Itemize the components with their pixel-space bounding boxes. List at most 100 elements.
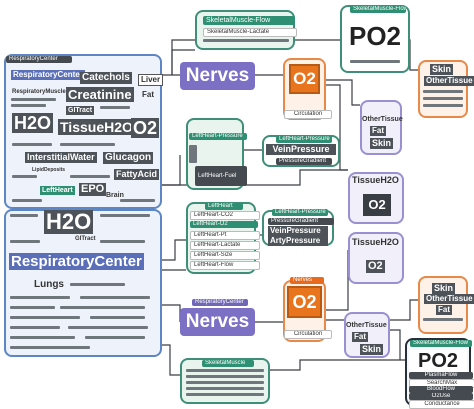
top-circulation-tag[interactable]: Circulation xyxy=(284,110,332,119)
top-skin-node[interactable]: Skin xyxy=(430,64,454,75)
bskel-filler-1 xyxy=(186,369,264,372)
top-tissue-h2o-label[interactable]: TissueH2O xyxy=(352,175,399,185)
bottom-tissue-h2o-panel xyxy=(348,232,404,284)
h2o-node[interactable]: H2O xyxy=(12,113,54,133)
top-ot-other-tissue[interactable]: OtherTissue xyxy=(362,116,403,123)
bskel-filler-3 xyxy=(186,381,264,384)
top-vein-pressure[interactable]: VeinPressure xyxy=(266,144,336,155)
bottom-nerves-node[interactable]: Nerves xyxy=(180,308,255,336)
bcloud-filler-13 xyxy=(68,326,148,329)
bcloud-filler-4 xyxy=(100,240,145,243)
top-o2-node[interactable]: O2 xyxy=(289,64,320,94)
bottom-o2-tag: Nerves xyxy=(290,277,324,284)
bcloud-filler-3 xyxy=(10,240,40,243)
top-left-heart-fuel-tag[interactable]: LeftHeart-Fuel xyxy=(195,166,247,186)
respiratory-center-node[interactable]: RespiratoryCenter xyxy=(11,70,85,80)
skeletal-flow-tag[interactable]: SkeletalMuscle-Flow xyxy=(203,16,295,25)
gi-tract-node[interactable]: GITract xyxy=(66,106,95,115)
bottom-respiratory-center-node[interactable]: RespiratoryCenter xyxy=(9,253,144,270)
top-po2-node[interactable]: PO2 xyxy=(344,16,406,56)
cloud-header-tag: RespiratoryCenter xyxy=(6,56,72,63)
bcloud-filler-12 xyxy=(10,326,60,329)
bcloud-filler-5 xyxy=(70,283,125,286)
skin-filler-3 xyxy=(423,104,463,107)
interstitial-water-node[interactable]: InterstitialWater xyxy=(25,152,97,163)
top-pressure-gradient[interactable]: PressureGradient xyxy=(276,158,332,165)
left-heart-flow[interactable]: LeftHeart-Flow xyxy=(190,261,260,270)
o2-cloud-node[interactable]: O2 xyxy=(131,118,160,138)
cloud-filler-4 xyxy=(12,143,52,146)
epo-node[interactable]: EPO xyxy=(79,183,107,196)
bcloud-filler-2 xyxy=(100,214,150,217)
bskel-filler-5 xyxy=(186,393,264,396)
skeletal-filler-1 xyxy=(203,39,289,42)
bottom-fat-node[interactable]: Fat xyxy=(436,305,452,315)
cloud-filler-9 xyxy=(120,199,155,202)
blood-flow-row[interactable]: BloodFlow xyxy=(409,386,473,393)
bcloud-filler-14 xyxy=(10,336,75,339)
top-ot-fat[interactable]: Fat xyxy=(370,126,386,136)
left-heart-o2[interactable]: LeftHeart-O2 xyxy=(190,221,258,228)
left-heart-pt[interactable]: LeftHeart-Pt xyxy=(190,231,260,240)
pressure-gradient-item[interactable]: PressureGradient xyxy=(268,218,334,225)
bottom-other-tissue-node[interactable]: OtherTissue xyxy=(424,294,474,304)
left-heart-epo-node[interactable]: LeftHeart xyxy=(40,186,75,195)
respiratory-muscle-label[interactable]: RespiratoryMuscle xyxy=(12,89,66,95)
vein-pressure-item[interactable]: VeinPressure xyxy=(268,226,328,236)
top-o2-right-node[interactable]: O2 xyxy=(363,194,391,216)
top-nerves-node[interactable]: Nerves xyxy=(180,62,255,90)
po2-filler-1 xyxy=(350,60,400,63)
bottom-lungs-label[interactable]: Lungs xyxy=(34,279,64,290)
fatty-acid-node[interactable]: FattyAcid xyxy=(114,169,160,180)
bottom-skeletal-tag: SkeletalMuscle xyxy=(202,360,254,367)
bcloud-filler-15 xyxy=(85,336,145,339)
left-heart-co2[interactable]: LeftHeart-CO2 xyxy=(190,211,260,220)
creatinine-node[interactable]: Creatinine xyxy=(66,87,134,102)
cloud-filler-6 xyxy=(12,175,37,178)
cloud-filler-3 xyxy=(100,106,130,109)
bottom-tissue-h2o-label[interactable]: TissueH2O xyxy=(352,237,399,247)
brain-label[interactable]: Brain xyxy=(106,192,124,199)
conductance-row[interactable]: Conductance xyxy=(409,400,474,409)
bottom-po2-node[interactable]: PO2 xyxy=(409,350,467,372)
catechols-node[interactable]: Catechols xyxy=(80,72,132,84)
skin-filler-1 xyxy=(423,90,463,93)
tissue-h2o-node[interactable]: TissueH2O xyxy=(58,119,135,135)
bcloud-filler-6 xyxy=(10,296,70,299)
bskin-filler-1 xyxy=(423,318,463,321)
liver-node[interactable]: Liver xyxy=(138,74,164,86)
bottom-left-heart-tag: LeftHeart xyxy=(205,203,243,210)
skeletal-lactate-tag[interactable]: SkeletalMuscle-Lactate xyxy=(203,28,297,37)
bottom-gi-tract-label[interactable]: GITract xyxy=(75,236,96,242)
bottom-ot-other-tissue[interactable]: OtherTissue xyxy=(346,322,387,329)
bottom-circulation-tag[interactable]: Circulation xyxy=(284,330,332,339)
o2-use-row[interactable]: O2Use xyxy=(409,393,473,400)
top-po2-tag: SkeletalMuscle-Flow xyxy=(350,6,406,13)
cloud-filler-7 xyxy=(70,175,110,178)
skin-filler-2 xyxy=(423,97,463,100)
bottom-h2o-node[interactable]: H2O xyxy=(44,209,94,234)
arty-pressure-item[interactable]: ArtyPressure xyxy=(268,236,328,246)
cloud-filler-5 xyxy=(60,143,115,146)
bottom-o2-node[interactable]: O2 xyxy=(287,286,322,318)
bottom-ot-skin[interactable]: Skin xyxy=(360,344,384,355)
bottom-ot-fat[interactable]: Fat xyxy=(352,332,368,342)
plasma-flow-row[interactable]: PlasmaFlow xyxy=(409,372,473,379)
bottom-skin-node[interactable]: Skin xyxy=(432,283,456,294)
bottom-nerves-tag: RespiratoryCenter xyxy=(192,299,248,306)
top-other-tissue-node[interactable]: OtherTissue xyxy=(424,76,474,86)
left-heart-size[interactable]: LeftHeart-Size xyxy=(190,251,260,260)
bskel-filler-4 xyxy=(186,387,264,390)
top-left-heart-pressure-tag[interactable]: LeftHeart-Pressure xyxy=(189,133,247,140)
lipid-deposits-label[interactable]: LipidDeposits xyxy=(32,167,66,173)
left-heart-lactate[interactable]: LeftHeart-Lactate xyxy=(190,241,260,250)
top-ot-skin[interactable]: Skin xyxy=(370,138,394,149)
bcloud-filler-11 xyxy=(90,316,145,319)
glucagon-node[interactable]: Glucagon xyxy=(103,152,154,164)
bottom-o2-right-node[interactable]: O2 xyxy=(366,260,385,273)
cloud-filler-1 xyxy=(11,98,56,101)
bcloud-filler-7 xyxy=(80,296,150,299)
cloud-filler-2 xyxy=(11,104,46,107)
fat-label[interactable]: Fat xyxy=(142,90,154,99)
